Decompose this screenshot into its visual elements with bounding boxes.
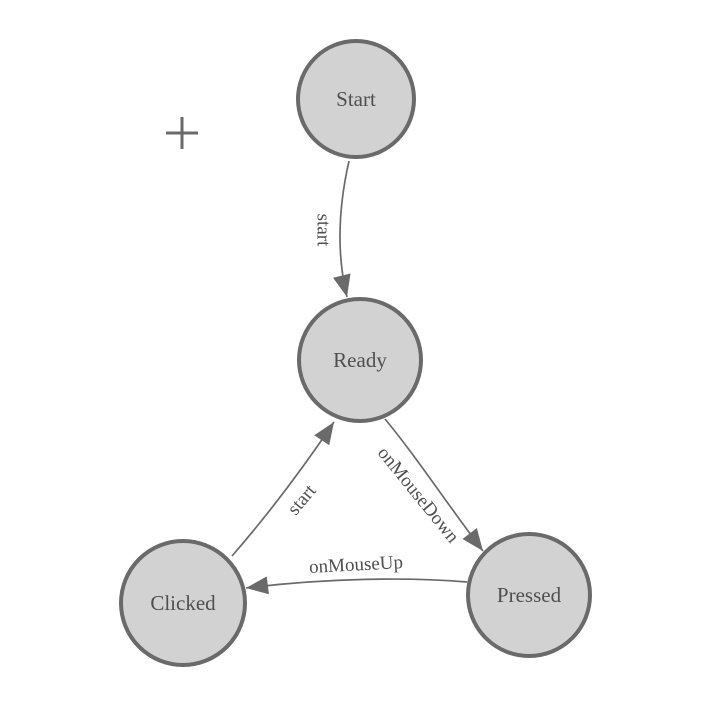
state-circle-pressed[interactable] [466, 532, 592, 658]
state-circle-ready[interactable] [297, 297, 423, 423]
transition-clicked-to-ready[interactable] [231, 421, 335, 557]
state-circle-start[interactable] [296, 39, 416, 159]
state-node-pressed[interactable]: Pressed [466, 532, 592, 658]
transition-pressed-to-clicked[interactable] [245, 576, 468, 595]
transition-ready-to-pressed[interactable] [384, 418, 484, 552]
state-label-ready: Ready [333, 348, 387, 372]
states-layer: Start Ready Clicked Pressed [119, 39, 592, 667]
crosshair-icon [166, 117, 198, 149]
state-node-clicked[interactable]: Clicked [119, 539, 247, 667]
state-node-ready[interactable]: Ready [297, 297, 423, 423]
transition-label-start-to-ready: start [313, 214, 334, 247]
state-label-clicked: Clicked [150, 591, 216, 615]
state-label-pressed: Pressed [497, 583, 562, 607]
state-label-start: Start [336, 87, 376, 111]
state-node-start[interactable]: Start [296, 39, 416, 159]
transition-start-to-ready[interactable] [333, 160, 351, 298]
transition-label-ready-to-pressed: onMouseDown [373, 443, 463, 548]
transition-label-pressed-to-clicked: onMouseUp [309, 552, 404, 578]
state-circle-clicked[interactable] [119, 539, 247, 667]
